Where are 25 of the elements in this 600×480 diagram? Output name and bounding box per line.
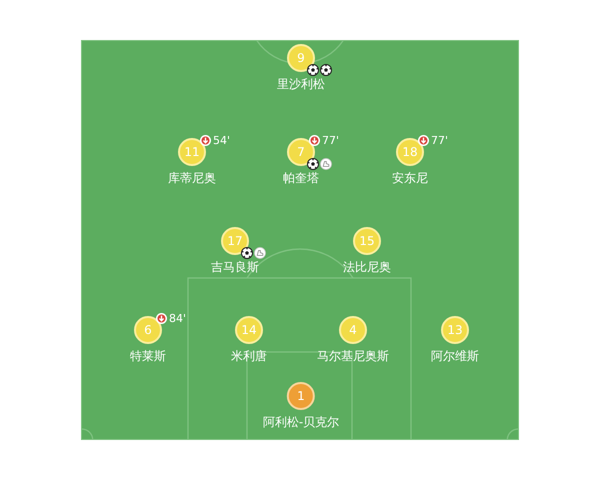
substitution-minute: 77' bbox=[431, 134, 448, 147]
player-name: 帕奎塔 bbox=[283, 171, 319, 186]
shirt-number: 14 bbox=[235, 316, 263, 344]
player-name: 阿利松-贝克尔 bbox=[262, 415, 340, 430]
shirt-number: 1 bbox=[287, 382, 315, 410]
shirt-number: 11 bbox=[178, 138, 206, 166]
shirt-number: 15 bbox=[353, 227, 381, 255]
player-name: 安东尼 bbox=[392, 171, 428, 186]
shirt-number: 13 bbox=[441, 316, 469, 344]
shirt-number: 17 bbox=[221, 227, 249, 255]
substitution-minute: 54' bbox=[213, 134, 230, 147]
player-name: 马尔基尼奥斯 bbox=[317, 349, 389, 364]
player-name: 阿尔维斯 bbox=[431, 349, 479, 364]
shirt-number: 4 bbox=[339, 316, 367, 344]
player-name: 特莱斯 bbox=[130, 349, 166, 364]
substitution-minute: 77' bbox=[322, 134, 340, 147]
shirt-number: 6 bbox=[134, 316, 162, 344]
player-name: 吉马良斯 bbox=[211, 260, 259, 275]
substitution-minute: 84' bbox=[169, 312, 186, 325]
shirt-number: 9 bbox=[287, 44, 315, 72]
player-name: 米利唐 bbox=[231, 349, 267, 364]
player-name: 库蒂尼奥 bbox=[168, 171, 216, 186]
player-name: 法比尼奥 bbox=[343, 260, 391, 275]
shirt-number: 18 bbox=[396, 138, 424, 166]
player-name: 里沙利松 bbox=[277, 77, 325, 92]
